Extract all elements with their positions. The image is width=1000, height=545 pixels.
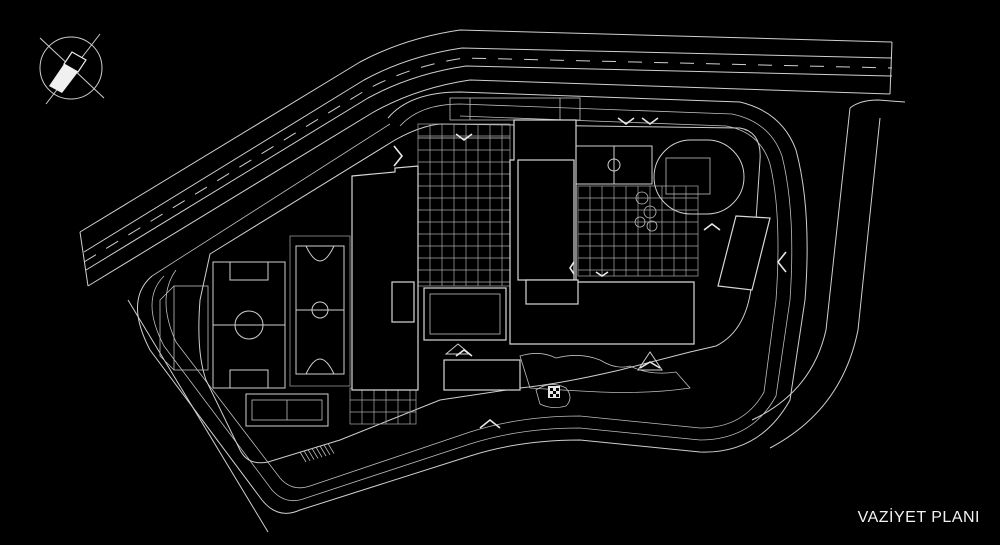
parking-stripe: [303, 450, 311, 462]
parking-stripe: [319, 445, 327, 457]
courtyard-grid-east: [577, 185, 699, 277]
paving-border: [417, 137, 511, 287]
building-south-entrance: [443, 359, 521, 391]
right-road: [751, 99, 906, 449]
school-buildings: [351, 119, 771, 391]
building-central-core: [517, 159, 575, 281]
parking-stalls: [299, 443, 335, 463]
small-court: [575, 145, 653, 185]
courtyard-grid-centre: [417, 137, 511, 287]
ring-road: [127, 91, 808, 533]
landscape-trees: [519, 191, 691, 408]
paving-border: [349, 387, 417, 425]
plan-caption: VAZİYET PLANI: [857, 509, 980, 526]
parking-stripe: [299, 451, 307, 463]
parking-stripe: [307, 449, 315, 460]
running-track: [653, 139, 745, 215]
tennis-court: [245, 393, 329, 427]
highway: [79, 29, 893, 287]
courtyard-grid-north: [417, 123, 511, 139]
access-arrows: [393, 117, 787, 429]
parking-stripe: [327, 443, 335, 454]
building-east-wing: [717, 215, 771, 291]
building-west-block: [351, 165, 419, 391]
parking-stripe: [323, 444, 331, 456]
site-boundary: [198, 123, 761, 464]
building-pavilion: [423, 287, 507, 341]
paving-border: [417, 123, 511, 139]
courtyard-grid-west: [349, 387, 417, 425]
football-pitch: [159, 261, 286, 389]
parking-stripe: [311, 448, 319, 459]
north-arrow-icon: [39, 33, 105, 105]
basketball-court: [289, 235, 351, 387]
building-link: [525, 279, 579, 305]
building-annex: [391, 281, 415, 323]
parking-stripe: [315, 446, 323, 458]
